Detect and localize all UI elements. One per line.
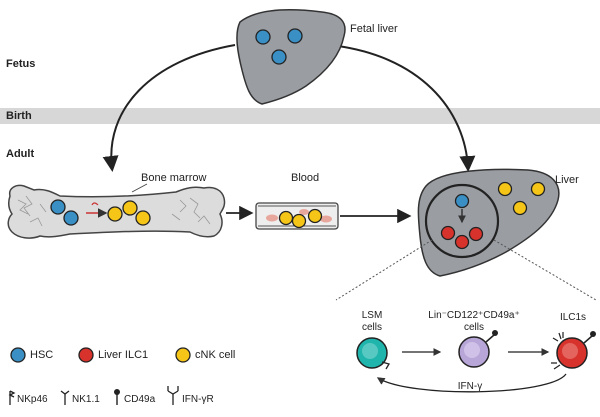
liver-ilc1-2 [468, 226, 484, 242]
blood-cnk-3 [307, 208, 323, 224]
ifngr-label: IFN-γR [182, 394, 214, 405]
fetal-hsc-3 [271, 49, 287, 65]
cd49a-icon [114, 389, 120, 405]
lsm-label-line2: cells [361, 322, 382, 333]
lin-cell [458, 330, 498, 368]
blood-label: Blood [291, 172, 320, 184]
liver-label: Liver [555, 174, 579, 186]
lin-label-line2: cells [463, 322, 484, 333]
liver-hsc [454, 193, 470, 209]
nk11-label: NK1.1 [72, 394, 100, 405]
fetal-hsc-1 [255, 29, 271, 45]
blood-cnk-2 [291, 213, 307, 229]
liver-ilc1-1 [440, 225, 456, 241]
stage-birth-label: Birth [6, 110, 32, 122]
zoom-line-right [493, 239, 597, 301]
fetal-liver-organ [236, 9, 346, 105]
fetal-hsc-2 [287, 28, 303, 44]
cd49a-label: CD49a [124, 394, 156, 405]
liver-ilc1-3 [454, 234, 470, 250]
legend-ilc1-label: Liver ILC1 [98, 349, 149, 361]
liver-cnk-1 [497, 181, 513, 197]
ifn-gamma-label: IFN-γ [457, 381, 483, 392]
bone-marrow-label: Bone marrow [141, 172, 207, 184]
bm-cnk-3 [135, 210, 151, 226]
birth-band [0, 108, 600, 124]
lsm-label-line1: LSM [361, 310, 383, 321]
ilc1-cell [551, 331, 596, 370]
bm-hsc-2 [63, 210, 79, 226]
nk11-icon [60, 390, 70, 405]
nkp46-label: NKp46 [17, 394, 48, 405]
blood-cnk-1 [278, 210, 294, 226]
adult-liver-organ [417, 168, 560, 277]
lin-label: Lin⁻CD122⁺CD49a⁺ cells [424, 310, 524, 334]
stage-adult-label: Adult [6, 148, 35, 160]
legend-cnk-label: cNK cell [195, 349, 236, 361]
stage-fetus-label: Fetus [6, 58, 36, 70]
fetal-liver-label: Fetal liver [350, 23, 398, 35]
legend-hsc-swatch [10, 347, 26, 363]
liver-cnk-3 [512, 200, 528, 216]
ifngr-icon [167, 386, 179, 405]
lsm-label: LSM cells [356, 310, 388, 334]
lsm-cell [356, 337, 390, 370]
legend-hsc-label: HSC [30, 349, 54, 361]
lin-label-line1: Lin⁻CD122⁺CD49a⁺ [428, 310, 520, 321]
arrow-ifn-feedback [376, 373, 567, 393]
nkp46-icon [8, 390, 16, 405]
legend-ilc1-swatch [78, 347, 94, 363]
bm-cnk-1 [107, 206, 123, 222]
bm-hsc-1 [50, 199, 66, 215]
liver-cnk-2 [530, 181, 546, 197]
legend-cnk-swatch [175, 347, 191, 363]
arrow-fetal-to-bone-marrow [102, 44, 236, 172]
zoom-line-left [335, 239, 433, 301]
blood-vessel [255, 202, 339, 230]
bone-marrow-organ [7, 183, 226, 239]
ilc1s-label: ILC1s [559, 312, 587, 323]
arrow-fetal-to-liver [329, 44, 476, 172]
bm-cnk-2 [122, 200, 138, 216]
